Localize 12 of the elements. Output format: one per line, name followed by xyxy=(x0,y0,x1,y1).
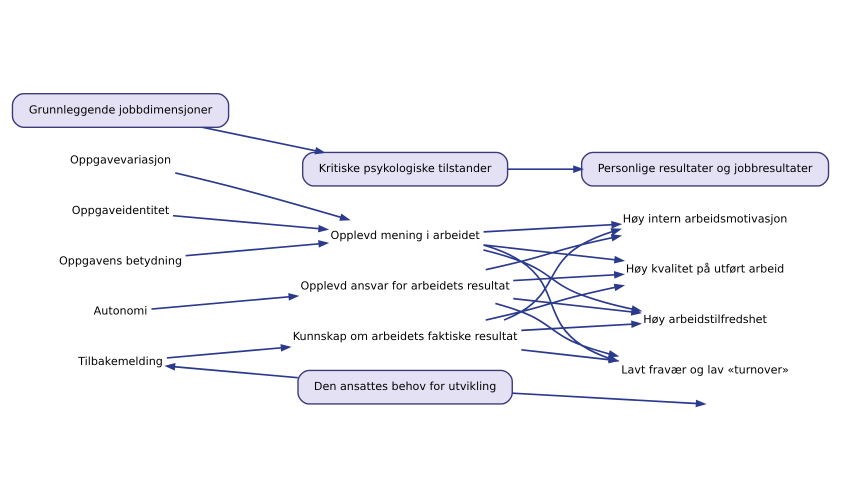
node-text: Høy intern arbeidsmotivasjon xyxy=(622,212,788,226)
node-text: Oppgavevariasjon xyxy=(70,154,172,167)
node-text: Opplevd mening i arbeidet xyxy=(330,229,480,242)
node-text: Autonomi xyxy=(94,304,148,318)
node-text: Opplevd ansvar for arbeidets resultat xyxy=(300,279,510,292)
node-text: Høy kvalitet på utført arbeid xyxy=(626,262,784,276)
node-text: Høy arbeidstilfredshet xyxy=(643,312,767,326)
node-text: Lavt fravær og lav «turnover» xyxy=(621,363,789,376)
node-text: Kunnskap om arbeidets faktiske resultat xyxy=(292,330,518,343)
node-text: Tilbakemelding xyxy=(78,354,163,368)
node-text: Oppgavens betydning xyxy=(58,254,182,268)
node-text: Oppgaveidentitet xyxy=(72,204,170,217)
